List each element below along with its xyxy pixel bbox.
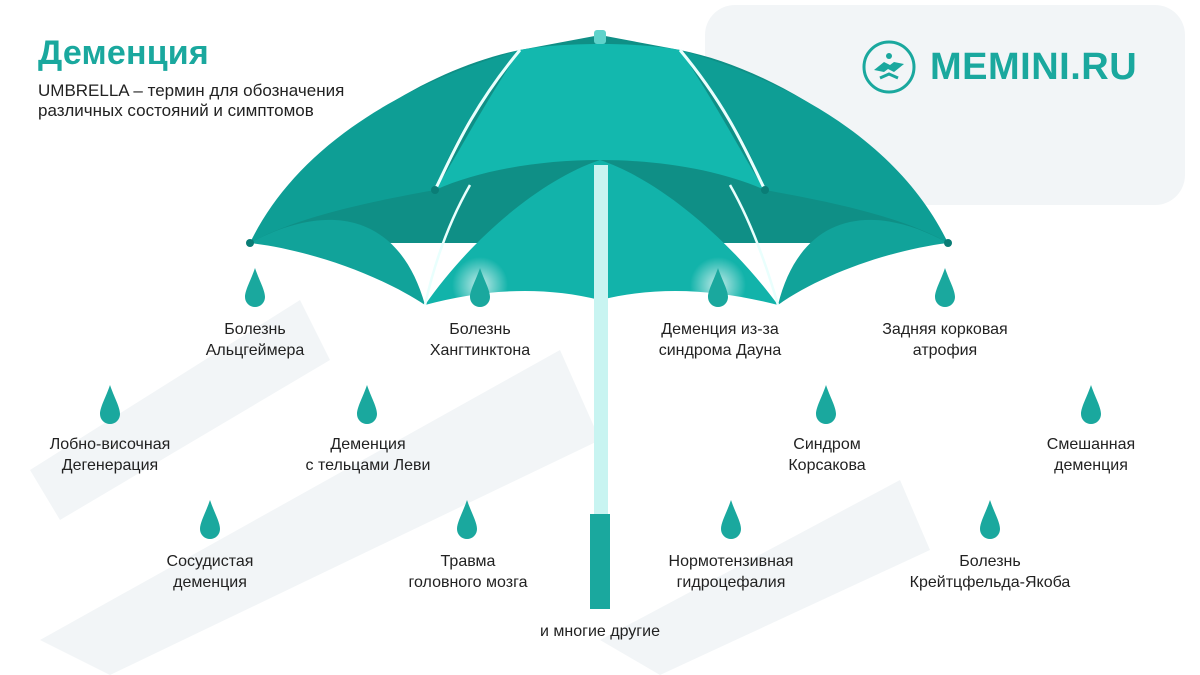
footer-note: и многие другие <box>540 623 660 640</box>
logo-text: MEMINI.RU <box>930 45 1138 88</box>
condition-line-1: Задняя корковая <box>882 321 1008 338</box>
brand-logo: MEMINI.RU <box>862 40 1137 94</box>
condition-line-2: головного мозга <box>408 574 528 591</box>
condition-line-1: Синдром <box>793 436 861 453</box>
raindrop-icon <box>721 500 741 539</box>
condition-line-2: синдрома Дауна <box>658 342 782 359</box>
raindrop-icon <box>200 500 220 539</box>
condition-label: Нормотензивная гидроцефалия <box>621 551 841 593</box>
condition-line-1: Лобно-височная <box>49 436 171 453</box>
subtitle-line-1: UMBRELLA – термин для обозначения <box>38 81 345 100</box>
condition-line-2: деменция <box>1054 457 1128 474</box>
condition-line-2: деменция <box>173 574 247 591</box>
condition-line-2: Корсакова <box>788 457 866 474</box>
condition-line-1: Сосудистая <box>166 553 254 570</box>
raindrop-icon <box>708 268 728 307</box>
condition-line-2: атрофия <box>912 342 978 359</box>
condition-line-2: Крейтцфельда-Якоба <box>909 574 1071 591</box>
raindrop-icon <box>816 385 836 424</box>
umbrella-shaft <box>594 165 608 515</box>
condition-line-1: Деменция <box>330 436 406 453</box>
condition-line-1: Болезнь <box>224 321 286 338</box>
condition-line-2: с тельцами Леви <box>305 457 431 474</box>
raindrop-icon <box>980 500 1000 539</box>
condition-label: Деменция с тельцами Леви <box>258 434 478 476</box>
condition-line-1: Болезнь <box>959 553 1021 570</box>
condition-line-2: Дегенерация <box>61 457 159 474</box>
raindrops <box>100 268 1101 539</box>
raindrop-icon <box>100 385 120 424</box>
condition-label: Задняя корковая атрофия <box>835 319 1055 361</box>
raindrop-icon <box>470 268 490 307</box>
header: Деменция UMBRELLA – термин для обозначен… <box>38 34 398 121</box>
raindrop-icon <box>935 268 955 307</box>
condition-label: Сосудистая деменция <box>100 551 320 593</box>
page-subtitle: UMBRELLA – термин для обозначения различ… <box>38 81 398 121</box>
condition-line-1: Болезнь <box>449 321 511 338</box>
condition-label: Деменция из-за синдрома Дауна <box>610 319 830 361</box>
condition-label: Лобно-височная Дегенерация <box>0 434 220 476</box>
umbrella-handle <box>590 514 610 609</box>
condition-label: Смешанная деменция <box>981 434 1200 476</box>
condition-line-2: Альцгеймера <box>205 342 305 359</box>
raindrop-icon <box>357 385 377 424</box>
condition-line-1: Смешанная <box>1046 436 1136 453</box>
hands-logo-icon <box>862 40 916 94</box>
condition-line-2: Хангтинктона <box>429 342 531 359</box>
condition-line-1: Нормотензивная <box>668 553 794 570</box>
raindrop-icon <box>1081 385 1101 424</box>
subtitle-line-2: различных состояний и симптомов <box>38 101 314 120</box>
condition-label: Травма головного мозга <box>358 551 578 593</box>
condition-label: Болезнь Хангтинктона <box>370 319 590 361</box>
condition-line-1: Деменция из-за <box>661 321 779 338</box>
condition-label: Болезнь Крейтцфельда-Якоба <box>880 551 1100 593</box>
raindrop-icon <box>245 268 265 307</box>
page-title: Деменция <box>38 34 209 72</box>
condition-line-1: Травма <box>440 553 496 570</box>
raindrop-icon <box>457 500 477 539</box>
condition-label: Болезнь Альцгеймера <box>145 319 365 361</box>
condition-line-2: гидроцефалия <box>676 574 786 591</box>
condition-label: Синдром Корсакова <box>717 434 937 476</box>
